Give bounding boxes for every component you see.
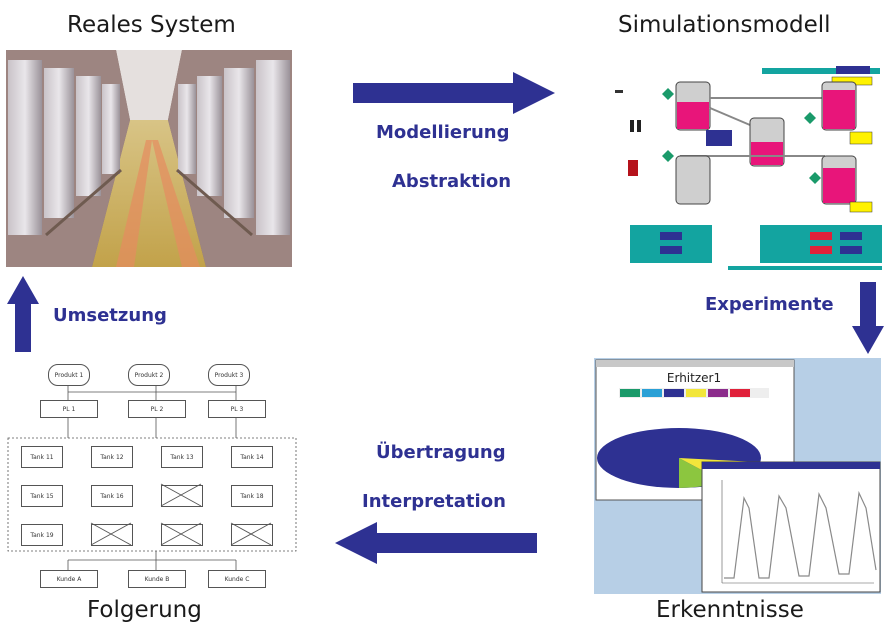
- warehouse-photo: [6, 50, 292, 267]
- results-screen: Erhitzer1: [594, 358, 881, 594]
- label-modellierung: Modellierung: [376, 122, 510, 143]
- tank-13: Tank 13: [161, 446, 203, 468]
- produkt-1: Produkt 1: [48, 364, 90, 386]
- arrow-right-top: [353, 72, 555, 114]
- title-folgerung: Folgerung: [87, 597, 202, 623]
- title-erkenntnisse: Erkenntnisse: [656, 597, 804, 623]
- tank-19: Tank 19: [21, 524, 63, 546]
- title-simulationsmodell: Simulationsmodell: [618, 12, 831, 38]
- folgerung-diagram: Produkt 1 Produkt 2 Produkt 3 PL 1 PL 2 …: [6, 360, 301, 598]
- tank-12: Tank 12: [91, 446, 133, 468]
- title-reales-system: Reales System: [67, 12, 236, 38]
- plant-1: PL 1: [40, 400, 98, 418]
- label-experimente: Experimente: [705, 294, 834, 315]
- simulation-model-screen: [600, 60, 882, 275]
- tank-crossed-r3c3: [161, 524, 203, 546]
- tank-18: Tank 18: [231, 485, 273, 507]
- tank-14: Tank 14: [231, 446, 273, 468]
- arrow-down-right: [852, 282, 884, 354]
- plant-3: PL 3: [208, 400, 266, 418]
- label-umsetzung: Umsetzung: [53, 305, 167, 326]
- tank-16: Tank 16: [91, 485, 133, 507]
- kunde-c: Kunde C: [208, 570, 266, 588]
- plant-2: PL 2: [128, 400, 186, 418]
- chart-title-erhitzer1: Erhitzer1: [667, 371, 721, 385]
- label-abstraktion: Abstraktion: [392, 171, 512, 192]
- tank-11: Tank 11: [21, 446, 63, 468]
- kunde-b: Kunde B: [128, 570, 186, 588]
- arrow-left-bottom: [335, 522, 537, 564]
- tank-crossed-r3c2: [91, 524, 133, 546]
- tank-crossed-r2c3: [161, 485, 203, 507]
- kunde-a: Kunde A: [40, 570, 98, 588]
- tank-15: Tank 15: [21, 485, 63, 507]
- arrow-up-left: [7, 276, 39, 352]
- label-uebertragung: Übertragung: [376, 442, 506, 463]
- tank-crossed-r3c4: [231, 524, 273, 546]
- produkt-2: Produkt 2: [128, 364, 170, 386]
- label-interpretation: Interpretation: [362, 491, 506, 512]
- produkt-3: Produkt 3: [208, 364, 250, 386]
